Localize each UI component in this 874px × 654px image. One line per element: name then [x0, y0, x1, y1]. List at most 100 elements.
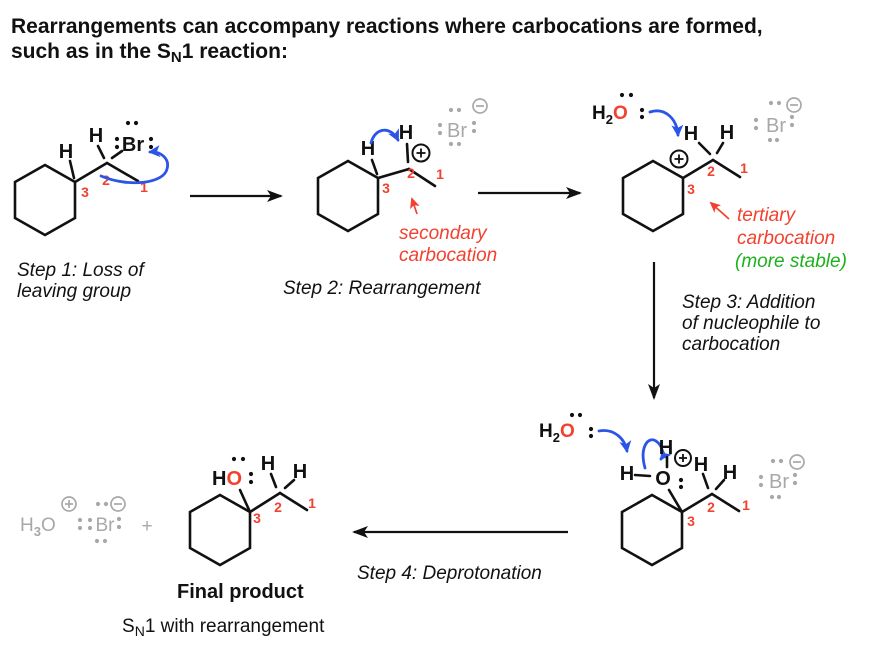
- c3-c2-bond: [376, 167, 411, 180]
- cyclohexane-ring: [621, 159, 685, 233]
- water-lone-pair-dots: [569, 412, 594, 439]
- minus-charge-icon: [786, 97, 802, 113]
- bromide-lone-pair-dots: [437, 107, 477, 147]
- cyclohexane-ring: [316, 159, 380, 233]
- structure-protonated-alcohol: H2O H O H H H 3 2 1 Br: [539, 412, 805, 567]
- locant-c2: 2: [274, 499, 282, 515]
- locant-c3: 3: [687, 513, 695, 529]
- byproducts-hydronium-bromide: H3O Br +: [20, 496, 153, 544]
- locant-c1: 1: [140, 179, 148, 195]
- c2-h-blue-bond: [697, 141, 712, 156]
- final-product-label: Final product: [177, 581, 304, 603]
- cyclohexane-ring: [13, 163, 77, 237]
- c2-hydrogen-label: H: [89, 125, 103, 147]
- bromide-ion: Br: [758, 454, 805, 500]
- minus-charge-icon: [789, 454, 805, 470]
- c2-hydrogen-label: H: [399, 122, 413, 144]
- hydroxyl-h: H: [212, 468, 226, 490]
- c3-h-bond: [68, 159, 76, 180]
- header-line2: such as in the SN1 reaction:: [11, 40, 288, 66]
- c3-c2-bond: [248, 491, 282, 514]
- locant-c3: 3: [687, 181, 695, 197]
- water-h: H: [539, 421, 553, 442]
- water-base-label: H2O: [539, 421, 575, 445]
- migrating-hydrogen-label: H: [361, 138, 375, 160]
- electron-arrow-deprotonation: [597, 429, 632, 453]
- step3-caption: Step 3: Addition of nucleophile to carbo…: [682, 292, 820, 355]
- c2-br-bond: [110, 149, 124, 160]
- c2-h-bond: [714, 478, 726, 491]
- c3-o-bond: [667, 488, 684, 514]
- electron-arrow-hydride-shift: [369, 128, 400, 145]
- c2-h-blue-bond: [701, 472, 710, 490]
- hydroxyl-label: HO: [212, 468, 242, 490]
- water-o: O: [560, 421, 575, 442]
- plus-charge-icon: [669, 149, 689, 169]
- header-sn-subscript: N: [171, 49, 182, 66]
- annotation-pointer-arrow: [709, 201, 730, 220]
- bromide-label: Br: [769, 471, 789, 493]
- structure-tertiary-carbocation: H2O H H 2 3 1 Br: [592, 92, 847, 272]
- electron-arrow-oh-bond-collapse: [641, 438, 672, 470]
- tertiary-annotation-line2: carbocation: [737, 228, 835, 249]
- water-subscript: 2: [606, 112, 613, 127]
- secondary-annotation-line2: carbocation: [399, 245, 497, 266]
- bromide-label: Br: [766, 115, 786, 137]
- final-product-subtitle: SN1 with rearrangement: [122, 616, 325, 639]
- bromine-leaving-group-label: Br: [122, 134, 144, 156]
- hydronium-subscript: 3: [34, 524, 41, 539]
- step3-caption-line1: Step 3: Addition: [682, 292, 815, 313]
- locant-c2: 2: [102, 172, 110, 188]
- locant-c1: 1: [740, 160, 748, 176]
- hydroxyl-o: O: [226, 468, 242, 490]
- c2-c1-bond: [278, 491, 309, 512]
- c2-hydrogen-label: H: [723, 462, 737, 484]
- annotation-pointer-arrow: [410, 197, 420, 215]
- c3-h-bond: [370, 158, 379, 176]
- c2-hydrogen-label: H: [293, 461, 307, 483]
- oxonium-oxygen-label: O: [655, 468, 671, 490]
- migrating-hydrogen-label: H: [59, 141, 73, 163]
- plus-charge-icon: [411, 143, 431, 163]
- electron-arrow-water-attack: [648, 109, 684, 137]
- water-nucleophile-label: H2O: [592, 103, 628, 127]
- tertiary-annotation-line1: tertiary: [737, 205, 797, 226]
- structure-final-product: HO H H 3 2 1 Final product SN1 with rear…: [122, 453, 325, 639]
- header-line2-post: 1 reaction:: [182, 40, 288, 63]
- hydronium-label: H3O: [20, 515, 56, 539]
- bromide-lone-pair-dots: [77, 501, 122, 544]
- structure-start-material: H H Br 2 3 1 Step 1: Loss of leaving gro…: [13, 120, 169, 302]
- cyclohexane-ring: [620, 493, 684, 567]
- bromide-ion: Br: [437, 98, 488, 147]
- c2-c1-bond: [105, 161, 140, 183]
- plus-sign: +: [141, 516, 152, 537]
- electron-arrow-c-br-cleavage: [99, 145, 169, 185]
- water-subscript: 2: [553, 430, 560, 445]
- migrated-hydrogen-label: H: [261, 453, 275, 475]
- c3-o-bond: [238, 488, 252, 514]
- c2-h-bond: [96, 144, 106, 160]
- tertiary-annotation-line3: (more stable): [735, 251, 847, 272]
- c2-h-bond: [283, 478, 296, 490]
- plus-charge-icon: [674, 449, 692, 467]
- header: Rearrangements can accompany reactions w…: [11, 15, 763, 66]
- water-h: H: [592, 103, 606, 124]
- migrated-hydrogen-label: H: [694, 454, 708, 476]
- locant-c3: 3: [253, 510, 261, 526]
- hydronium-h: H: [20, 515, 34, 536]
- step2-caption: Step 2: Rearrangement: [283, 278, 481, 299]
- c2-hydrogen-label: H: [720, 122, 734, 144]
- subtitle-pre: S: [122, 616, 135, 637]
- oxygen-lone-pair-dots: [678, 477, 684, 490]
- c2-h-bond: [405, 142, 410, 164]
- step3-caption-line2: of nucleophile to: [682, 313, 820, 334]
- bromide-lone-pair-dots: [758, 458, 798, 500]
- header-line1: Rearrangements can accompany reactions w…: [11, 15, 763, 38]
- structure-secondary-carbocation: H H 2 3 1 Br secondary carbocation: [283, 98, 497, 299]
- c3-c2-bond: [73, 161, 109, 184]
- cyclohexane-ring: [188, 493, 252, 567]
- locant-c3: 3: [382, 180, 390, 196]
- migrated-hydrogen-label: H: [684, 123, 698, 145]
- minus-charge-icon: [110, 496, 126, 512]
